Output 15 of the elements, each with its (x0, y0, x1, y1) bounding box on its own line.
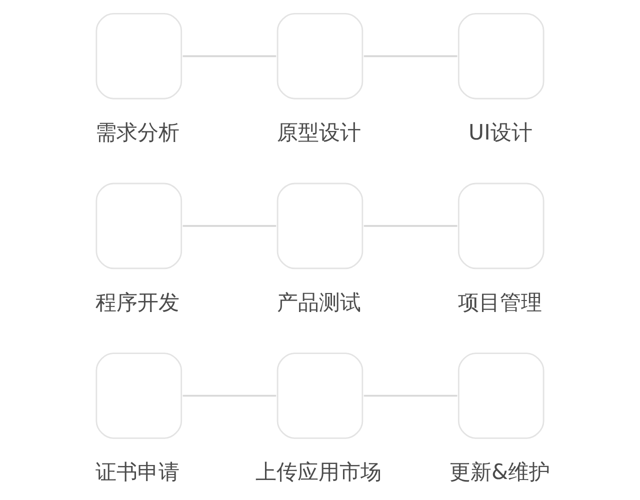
connector (364, 55, 458, 58)
connector (182, 394, 276, 397)
node-label: 上传应用市场 (256, 460, 382, 486)
node-label: 更新&维护 (449, 460, 550, 486)
connector (182, 55, 276, 58)
node-label: 证书申请 (96, 460, 180, 486)
node-label: 产品测试 (276, 290, 361, 316)
connector (182, 225, 276, 227)
node-label: 原型设计 (276, 120, 361, 146)
node-label: UI设计 (468, 120, 532, 146)
connector (364, 225, 458, 227)
node-label: 项目管理 (458, 290, 542, 316)
connector (364, 394, 458, 397)
node-label: 需求分析 (96, 120, 180, 146)
node-label: 程序开发 (96, 290, 180, 316)
